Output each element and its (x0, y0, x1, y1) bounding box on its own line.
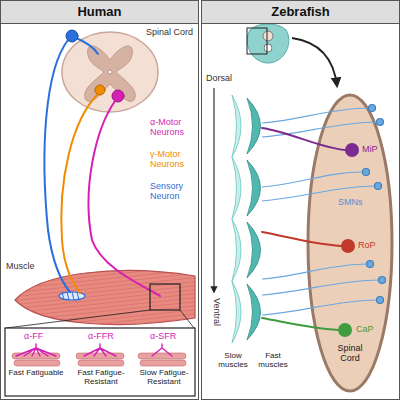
smn-axon (262, 280, 379, 295)
oval-shape (308, 95, 392, 391)
muscle-label: Fast muscles (254, 352, 292, 370)
fiber-type-label: α-FF (24, 332, 43, 342)
muscle-label: Slow muscles (214, 352, 252, 370)
neuron-label: Sensory Neuron (150, 182, 194, 202)
panel-title: Zebrafish (202, 1, 399, 24)
cap-soma (338, 323, 352, 337)
fast-muscle (247, 284, 261, 340)
part-label: Muscle (6, 262, 35, 272)
zebrafish-muscles (232, 95, 261, 343)
neuron-label: SMNs (338, 198, 363, 208)
smn-soma (377, 297, 384, 304)
part-label: Spinal Cord (146, 28, 193, 38)
node-label: Spinal Cord (327, 344, 373, 364)
fiber-type-label: α-SFR (150, 332, 176, 342)
rop-soma (341, 239, 355, 253)
neuron-label: MiP (362, 145, 378, 155)
smn-axon (262, 108, 369, 123)
slow-muscle (232, 219, 241, 281)
fiber-caption: Fast Fatiguable (8, 369, 64, 378)
muscle (15, 271, 195, 325)
smn-soma (363, 169, 370, 176)
slow-muscle (232, 157, 241, 219)
fiber-type-label: α-FFR (88, 332, 114, 342)
fast-muscle (247, 160, 261, 216)
fiber-caption: Fast Fatigue-Resistant (70, 369, 132, 387)
mip-soma (345, 143, 359, 157)
axis-label: Ventral (211, 298, 221, 326)
smn-axons (262, 105, 386, 316)
smn-axon (262, 300, 377, 315)
smn-axon (262, 264, 367, 279)
panel-title: Human (1, 1, 198, 24)
neuron-label: CaP (356, 325, 374, 335)
smn-soma (379, 277, 386, 284)
neuron-label: RoP (358, 241, 376, 251)
inset-zoom (5, 284, 195, 396)
slow-muscle (232, 281, 241, 343)
neuron-label: α-Motor Neurons (150, 118, 194, 138)
smn-soma (369, 105, 376, 112)
fast-muscle (247, 98, 261, 154)
fast-muscle (247, 222, 261, 278)
primary-axons (262, 128, 345, 330)
human-neurons (44, 30, 160, 296)
axis-label: Dorsal (206, 74, 232, 84)
spinal-cord-oval: Spinal Cord (306, 93, 394, 393)
smn-axon (262, 122, 377, 137)
smn-axon (262, 172, 363, 187)
spinal-cord-section (62, 32, 158, 112)
slow-muscle (232, 95, 241, 157)
smn-soma (375, 183, 382, 190)
neuron-label: γ-Motor Neurons (150, 150, 194, 170)
fiber-caption: Slow Fatigue-Resistant (134, 369, 194, 387)
smn-soma (377, 119, 384, 126)
panel: ZebrafishSpinal Cord (201, 0, 400, 400)
smn-soma (367, 261, 374, 268)
